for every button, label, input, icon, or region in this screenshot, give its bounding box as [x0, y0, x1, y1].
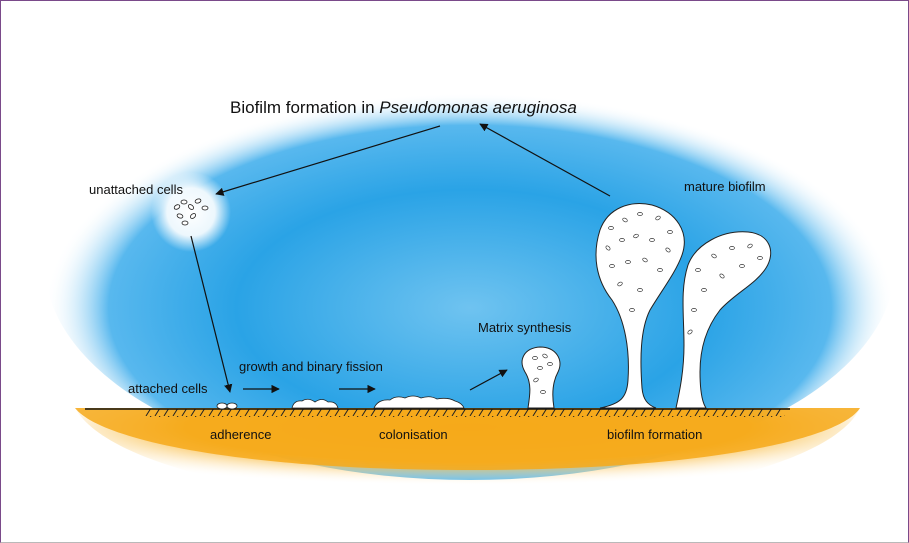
surface-hatching: [145, 409, 785, 417]
label-unattached-cells: unattached cells: [89, 183, 183, 196]
diagram-title: Biofilm formation in Pseudomonas aerugin…: [230, 99, 577, 116]
label-mature-biofilm: mature biofilm: [684, 180, 766, 193]
label-growth-binary-fission: growth and binary fission: [239, 360, 383, 373]
stage-biofilm-formation: biofilm formation: [607, 428, 702, 441]
label-attached-cells: attached cells: [128, 382, 208, 395]
stage-colonisation: colonisation: [379, 428, 448, 441]
title-species: Pseudomonas aeruginosa: [379, 98, 577, 117]
label-matrix-synthesis: Matrix synthesis: [478, 321, 571, 334]
title-prefix: Biofilm formation in: [230, 98, 379, 117]
stage-adherence: adherence: [210, 428, 271, 441]
